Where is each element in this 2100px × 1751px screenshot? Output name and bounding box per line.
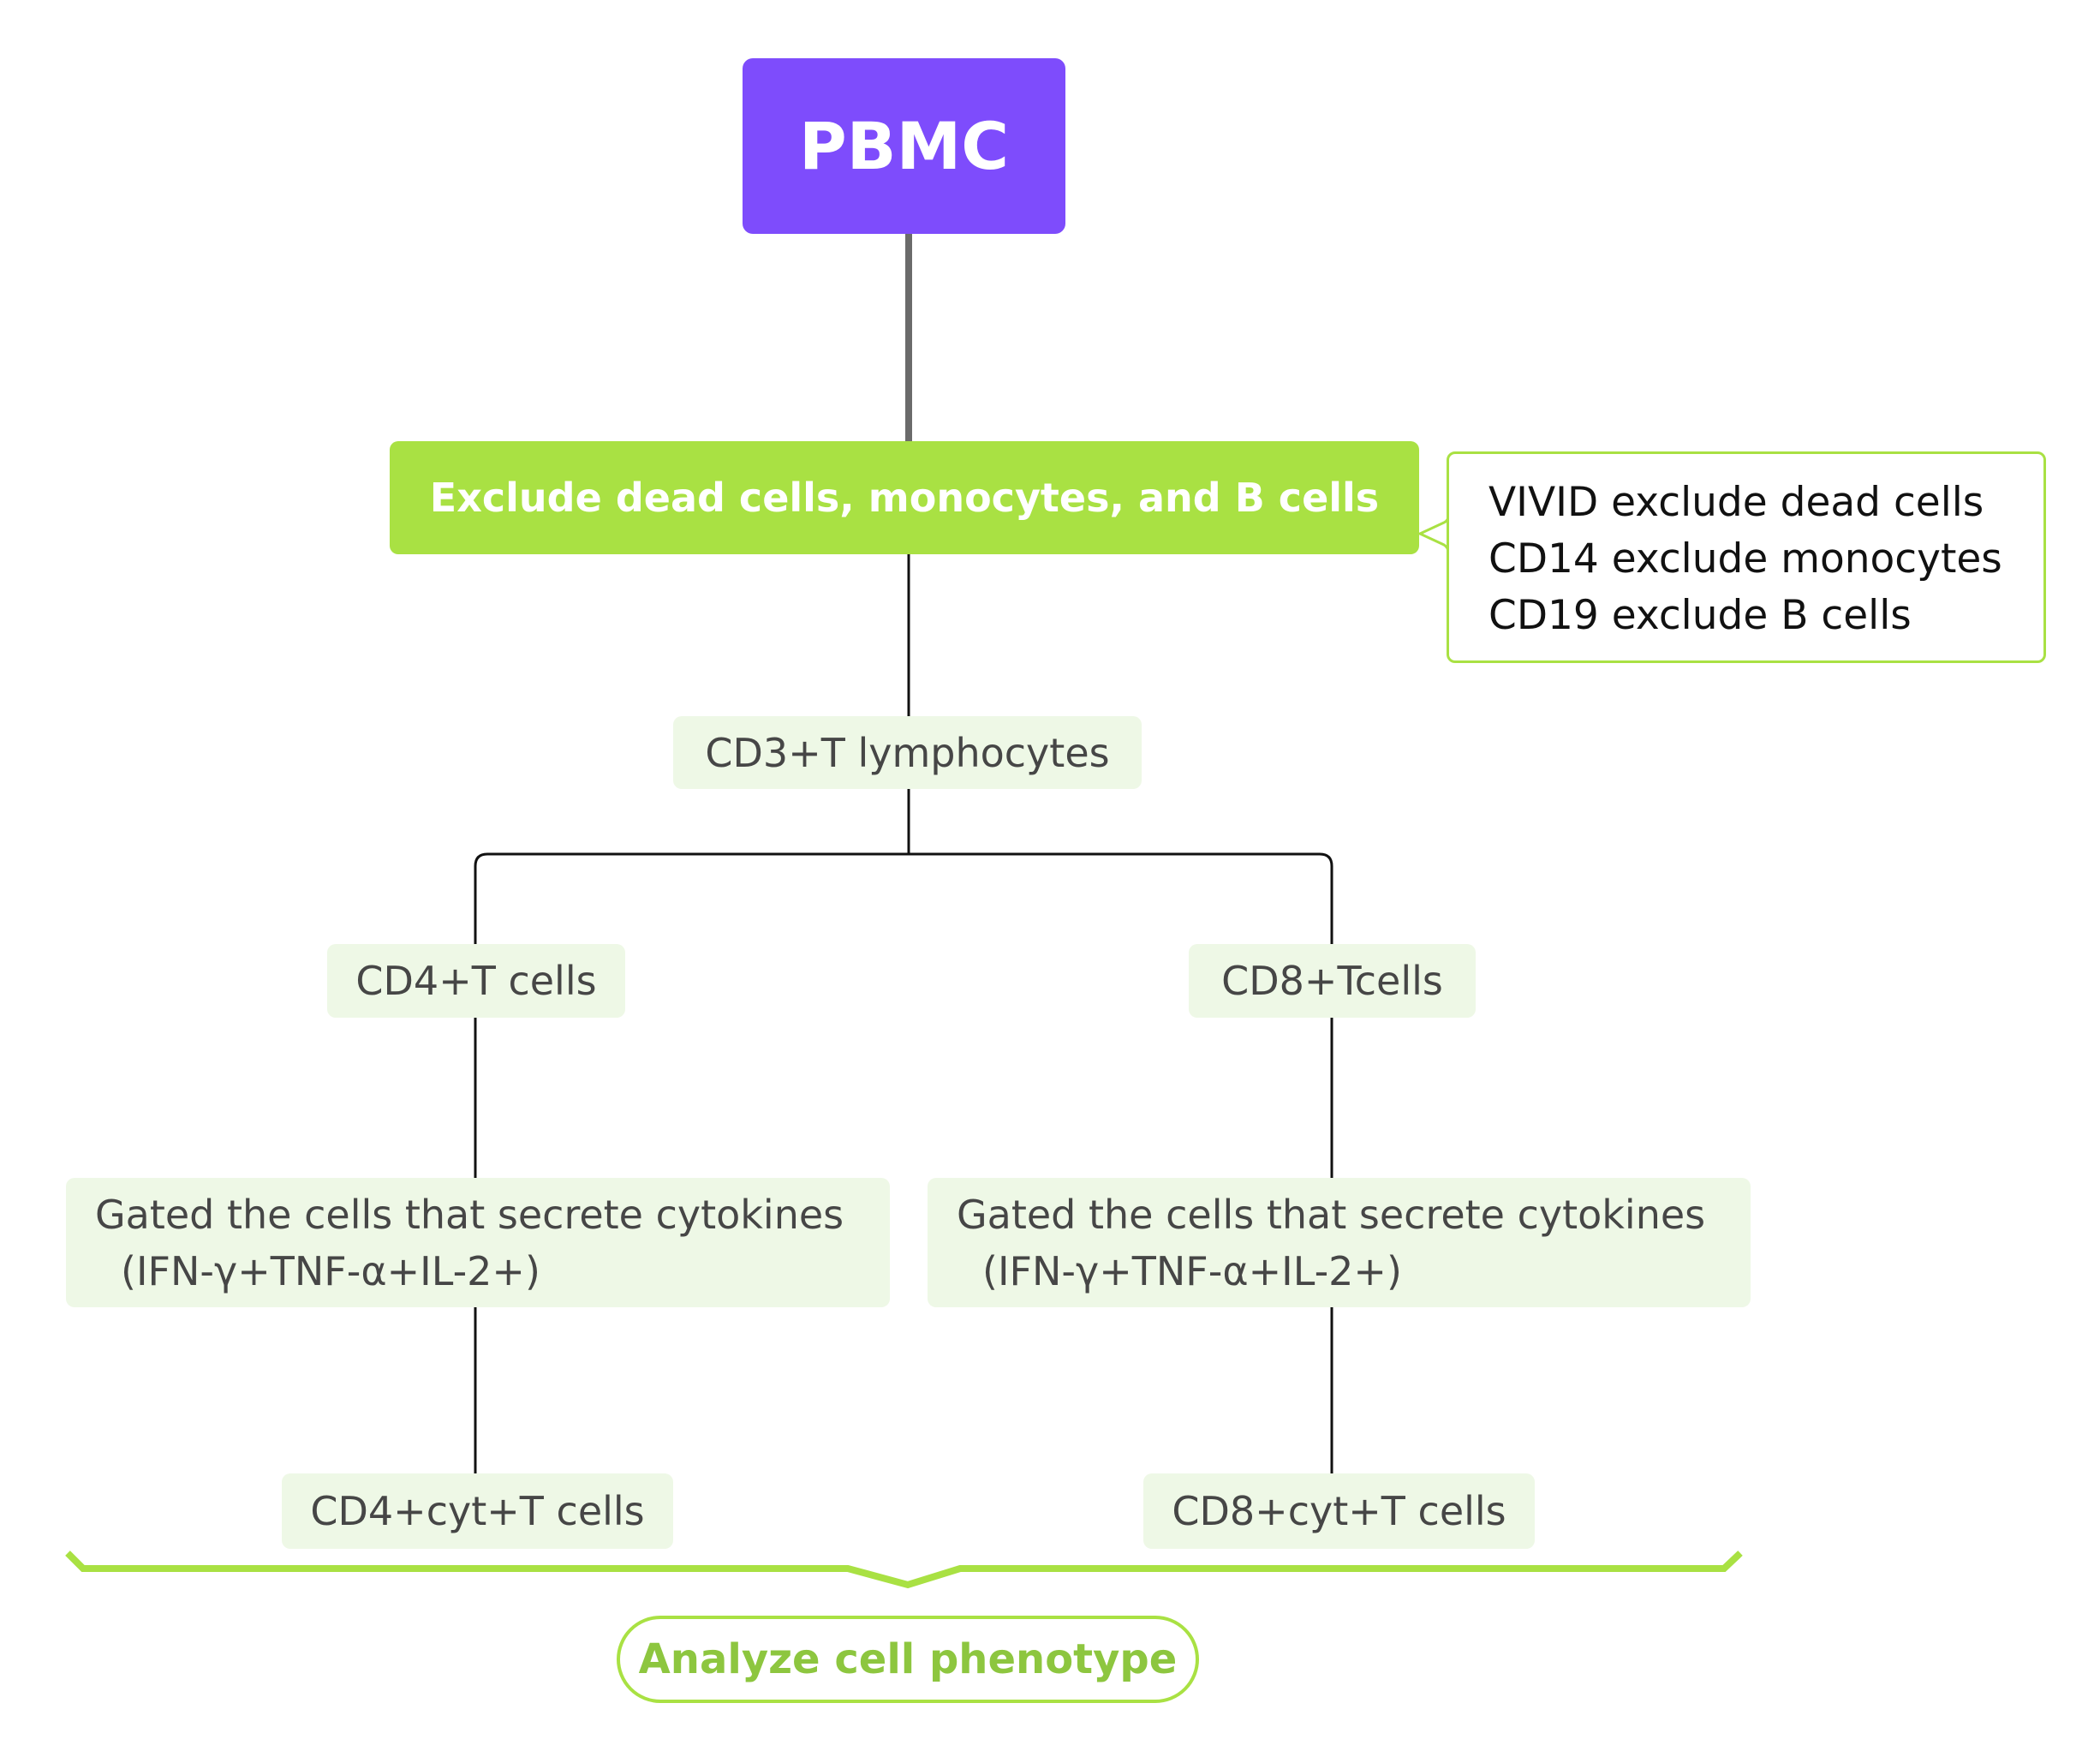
cd8-cyt-t-cells-node[interactable]: CD8+cyt+T cells <box>1143 1473 1535 1549</box>
root-node-pbmc[interactable]: PBMC <box>743 58 1065 234</box>
cd4-label: CD4+T cells <box>355 958 597 1004</box>
summary-label: Analyze cell phenotype <box>638 1635 1178 1683</box>
gate-line-2: (IFN-γ+TNF-α+IL-2+) <box>982 1247 1402 1294</box>
cd8-label: CD8+Tcells <box>1221 958 1443 1004</box>
gate-line-1: Gated the cells that secrete cytokines <box>95 1191 844 1238</box>
step-exclude-node[interactable]: Exclude dead cells, monocytes, and B cel… <box>390 441 1419 554</box>
cd4-t-cells-node[interactable]: CD4+T cells <box>327 944 625 1018</box>
cd8-cytokine-gate-node[interactable]: Gated the cells that secrete cytokines (… <box>928 1178 1751 1307</box>
root-node-label: PBMC <box>798 108 1010 184</box>
cd8-t-cells-node[interactable]: CD8+Tcells <box>1189 944 1476 1018</box>
note-line: CD19 exclude B cells <box>1488 592 1912 639</box>
analyze-phenotype-summary[interactable]: Analyze cell phenotype <box>617 1616 1199 1703</box>
exclusion-note-callout: VIVID exclude dead cells CD14 exclude mo… <box>1447 451 2046 663</box>
callout-pointer <box>1417 515 1450 553</box>
cd8-cyt-label: CD8+cyt+T cells <box>1172 1488 1506 1534</box>
cd4-cyt-t-cells-node[interactable]: CD4+cyt+T cells <box>282 1473 673 1549</box>
gate-line-2: (IFN-γ+TNF-α+IL-2+) <box>121 1247 540 1294</box>
cd4-cyt-label: CD4+cyt+T cells <box>310 1488 645 1534</box>
note-line: CD14 exclude monocytes <box>1488 535 2002 583</box>
cd4-cytokine-gate-node[interactable]: Gated the cells that secrete cytokines (… <box>66 1178 890 1307</box>
summary-brace <box>65 1551 1743 1589</box>
step-exclude-label: Exclude dead cells, monocytes, and B cel… <box>429 475 1380 521</box>
note-line: VIVID exclude dead cells <box>1488 479 1984 526</box>
connector-branch-split <box>474 852 1333 944</box>
cd3-label: CD3+T lymphocytes <box>705 729 1110 776</box>
gate-line-1: Gated the cells that secrete cytokines <box>957 1191 1706 1238</box>
cd3-t-lymphocytes-node[interactable]: CD3+T lymphocytes <box>673 716 1142 789</box>
